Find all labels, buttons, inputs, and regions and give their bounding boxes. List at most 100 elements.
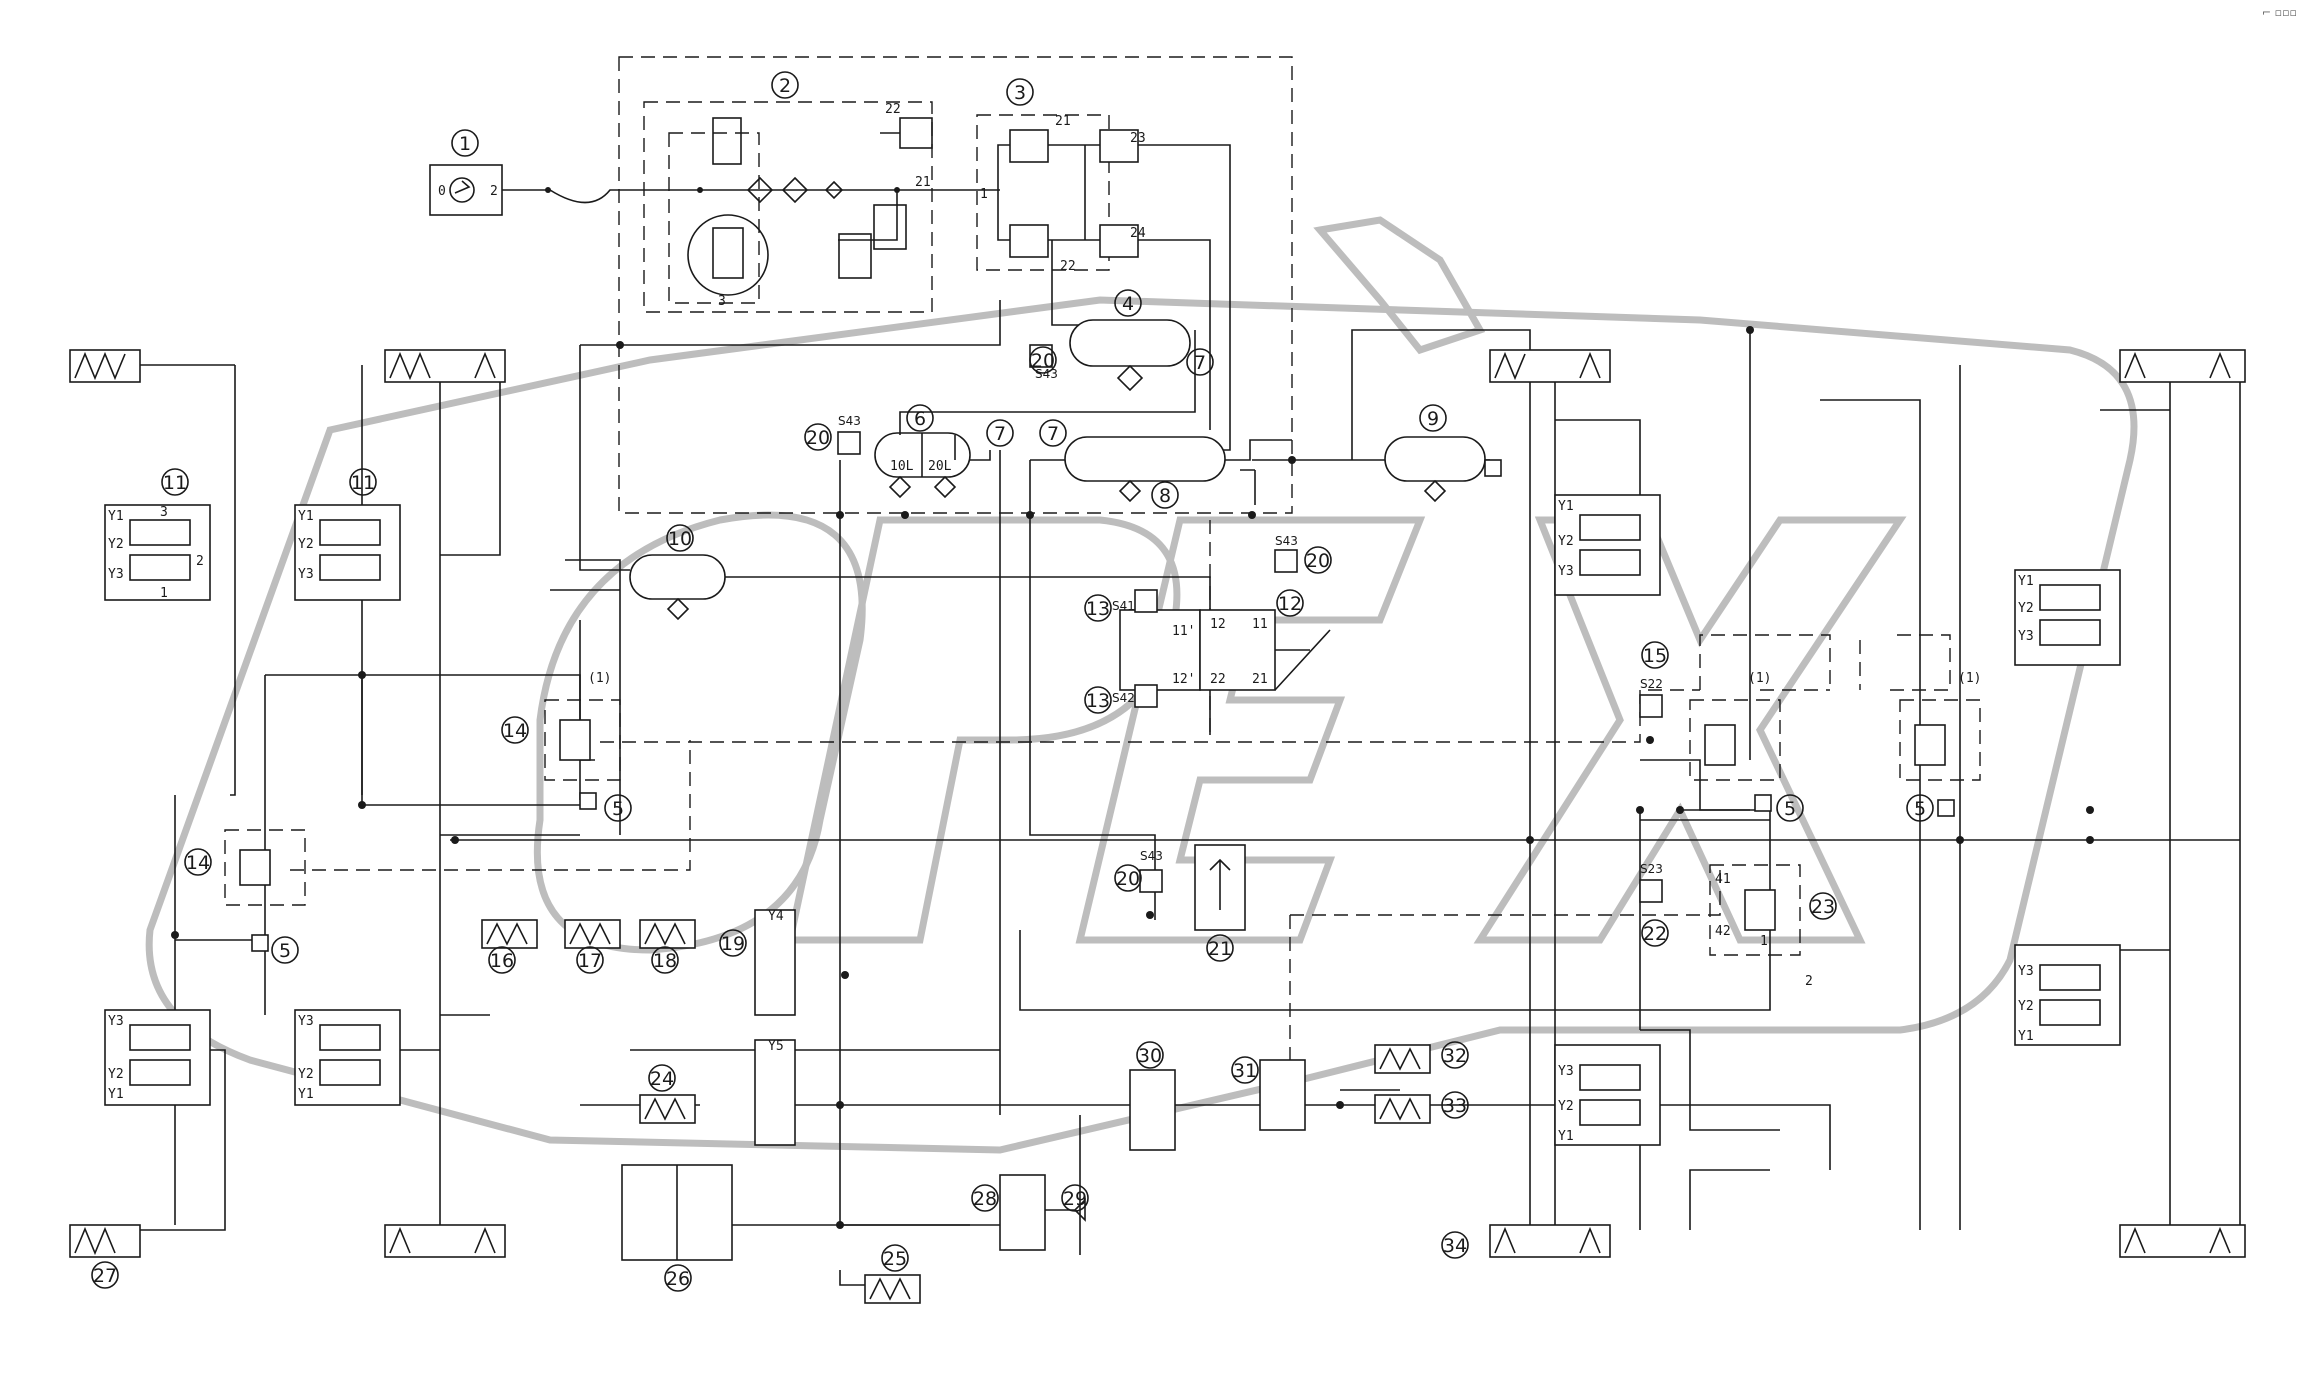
port-labels: 0 2 21 22 3 1 21 23 24 22 10L 20L 11' 12…: [438, 102, 1981, 1054]
port-y2: Y2: [108, 537, 124, 552]
sensor-code: S43: [1275, 534, 1298, 548]
port-label: 42: [1715, 924, 1731, 939]
callout-9: 9: [1427, 408, 1439, 430]
port-label: (1): [1748, 671, 1771, 686]
callout-34: 34: [1443, 1235, 1467, 1257]
sensor-code: S23: [1640, 862, 1663, 876]
port-label: Y4: [768, 909, 784, 924]
callout-23: 23: [1811, 896, 1835, 918]
port-label: 1: [1760, 934, 1768, 949]
relay-valves: [104, 494, 2121, 1146]
sensor-code: S42: [1112, 691, 1135, 705]
port-y1: Y1: [2018, 574, 2034, 589]
port-label: 10L: [890, 459, 914, 474]
callout-12: 12: [1278, 593, 1302, 615]
callout-5: 5: [1784, 798, 1796, 820]
air-supply-enclosure: [618, 56, 1293, 514]
callout-3: 3: [1014, 82, 1026, 104]
port-label: 11: [1252, 617, 1268, 632]
callout-7: 7: [994, 423, 1006, 445]
port-label: 2: [1805, 974, 1813, 989]
callout-31: 31: [1233, 1060, 1257, 1082]
callout-16: 16: [490, 950, 514, 972]
callout-20: 20: [806, 427, 830, 449]
port-label: 22: [1210, 672, 1226, 687]
port-1: 1: [160, 586, 168, 601]
pressure-switches: [251, 344, 1955, 952]
port-y1: Y1: [108, 1087, 124, 1102]
callout-10: 10: [668, 528, 692, 550]
port-label: 21: [1055, 114, 1071, 129]
callout-15: 15: [1643, 645, 1667, 667]
port-y2: Y2: [298, 1067, 314, 1082]
callout-11: 11: [163, 472, 187, 494]
callout-21: 21: [1208, 938, 1232, 960]
port-2: 2: [196, 554, 204, 569]
callout-5: 5: [1914, 798, 1926, 820]
port-label: 0: [438, 184, 446, 199]
protection-valve: [997, 129, 1231, 451]
port-y3: Y3: [1558, 564, 1574, 579]
callout-33: 33: [1443, 1095, 1467, 1117]
sensor-code: S22: [1640, 677, 1663, 691]
callout-7: 7: [1194, 352, 1206, 374]
port-label: Y5: [768, 1039, 784, 1054]
callout-11: 11: [351, 472, 375, 494]
port-label: 11': [1172, 624, 1195, 639]
callout-26: 26: [666, 1268, 690, 1290]
port-label: 41: [1715, 872, 1731, 887]
control-valves: [224, 609, 1981, 1251]
port-label: 21: [915, 175, 931, 190]
port-y2: Y2: [298, 537, 314, 552]
brake-chambers: [69, 349, 2246, 1304]
callout-2: 2: [779, 75, 791, 97]
port-y1: Y1: [1558, 499, 1574, 514]
callout-4: 4: [1122, 293, 1134, 315]
callout-18: 18: [653, 950, 677, 972]
port-y3: Y3: [298, 567, 314, 582]
port-y2: Y2: [1558, 534, 1574, 549]
callout-28: 28: [973, 1188, 997, 1210]
sensor-code: S41: [1112, 599, 1135, 613]
callout-32: 32: [1443, 1045, 1467, 1067]
relay-valve-ports: Y1 Y2 Y3 3 2 1 Y1 Y2 Y3 Y3 Y2 Y1 Y3 Y2 Y…: [108, 499, 2034, 1144]
port-label: 21: [1252, 672, 1268, 687]
callout-20: 20: [1116, 868, 1140, 890]
port-3: 3: [160, 505, 168, 520]
port-label: 12': [1172, 672, 1195, 687]
callout-22: 22: [1643, 923, 1667, 945]
port-y2: Y2: [108, 1067, 124, 1082]
callout-7: 7: [1047, 423, 1059, 445]
corner-mark: ⌐ ▫▫▫: [2261, 6, 2297, 19]
callout-17: 17: [578, 950, 602, 972]
sensor-code: S43: [1035, 367, 1058, 381]
callout-27: 27: [93, 1265, 117, 1287]
port-y2: Y2: [2018, 999, 2034, 1014]
callout-24: 24: [650, 1068, 674, 1090]
air-dryer: [660, 117, 1000, 296]
sensor-code: S43: [1140, 849, 1163, 863]
port-y1: Y1: [2018, 1029, 2034, 1044]
callout-5: 5: [612, 798, 624, 820]
port-y1: Y1: [298, 509, 314, 524]
callout-20: 20: [1306, 550, 1330, 572]
callout-13: 13: [1086, 598, 1110, 620]
port-label: 12: [1210, 617, 1226, 632]
port-label: 2: [490, 184, 498, 199]
callout-1: 1: [459, 133, 471, 155]
air-tanks: [629, 319, 1486, 621]
port-label: 20L: [928, 459, 952, 474]
sensor-code: S43: [838, 414, 861, 428]
port-y3: Y3: [298, 1014, 314, 1029]
callout-8: 8: [1159, 485, 1171, 507]
sensor-codes: S43 S43 S43 S43 S41 S42 S22 S23: [838, 367, 1663, 876]
port-y1: Y1: [108, 509, 124, 524]
callout-25: 25: [883, 1248, 907, 1270]
port-label: 1: [980, 187, 988, 202]
callout-30: 30: [1138, 1045, 1162, 1067]
callout-6: 6: [914, 408, 926, 430]
compressor: [429, 164, 660, 216]
port-y1: Y1: [298, 1087, 314, 1102]
port-y3: Y3: [108, 567, 124, 582]
